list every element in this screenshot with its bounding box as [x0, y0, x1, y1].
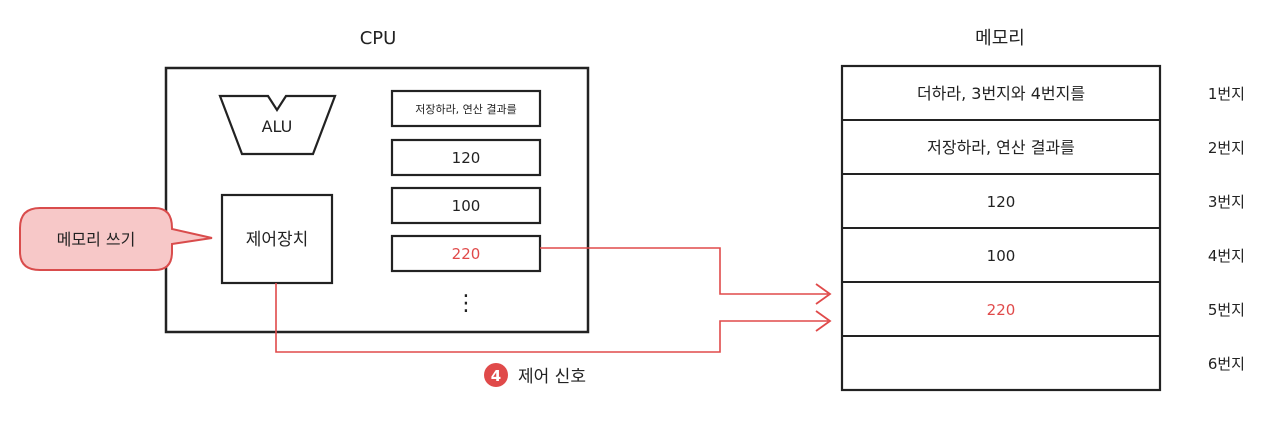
data-transfer-line — [540, 247, 828, 295]
memory-cell-3: 120 — [987, 193, 1016, 211]
memory-address-5: 5번지 — [1208, 301, 1245, 319]
control-signal-label: 제어 신호 — [518, 367, 586, 387]
register-value-3: 100 — [452, 197, 481, 215]
register-box-1 — [390, 89, 542, 128]
step-badge — [484, 363, 508, 387]
memory-cell-5: 220 — [987, 301, 1016, 319]
memory-write-callout — [19, 207, 213, 271]
memory-table: 더하라, 3번지와 4번지를 저장하라, 연산 결과를 120 100 220 … — [840, 64, 1245, 392]
register-value-4: 220 — [452, 245, 481, 263]
control-signal-arrowhead — [815, 310, 832, 332]
memory-title: 메모리 — [975, 28, 1025, 49]
control-unit-label: 제어장치 — [246, 230, 309, 250]
register-box-4 — [390, 234, 542, 273]
control-signal-line — [275, 283, 828, 353]
memory-cell-4: 100 — [987, 247, 1016, 265]
register-ellipsis: ⋮ — [455, 291, 477, 316]
alu-shape — [218, 94, 337, 156]
step-number: 4 — [491, 367, 501, 385]
register-box-2 — [390, 138, 542, 177]
register-value-2: 120 — [452, 149, 481, 167]
memory-address-4: 4번지 — [1208, 247, 1245, 265]
memory-address-2: 2번지 — [1208, 139, 1245, 157]
data-transfer-arrowhead — [815, 283, 832, 305]
memory-cell-2: 저장하라, 연산 결과를 — [927, 138, 1075, 157]
callout-text: 메모리 쓰기 — [57, 230, 136, 249]
memory-address-1: 1번지 — [1208, 85, 1245, 103]
memory-address-3: 3번지 — [1208, 193, 1245, 211]
alu-label: ALU — [262, 117, 293, 136]
register-box-3 — [390, 186, 542, 225]
memory-address-6: 6번지 — [1208, 355, 1245, 373]
memory-cell-1: 더하라, 3번지와 4번지를 — [917, 84, 1085, 103]
control-unit-box — [220, 193, 334, 285]
register-value-1: 저장하라, 연산 결과를 — [415, 102, 517, 116]
cpu-title: CPU — [360, 28, 397, 49]
